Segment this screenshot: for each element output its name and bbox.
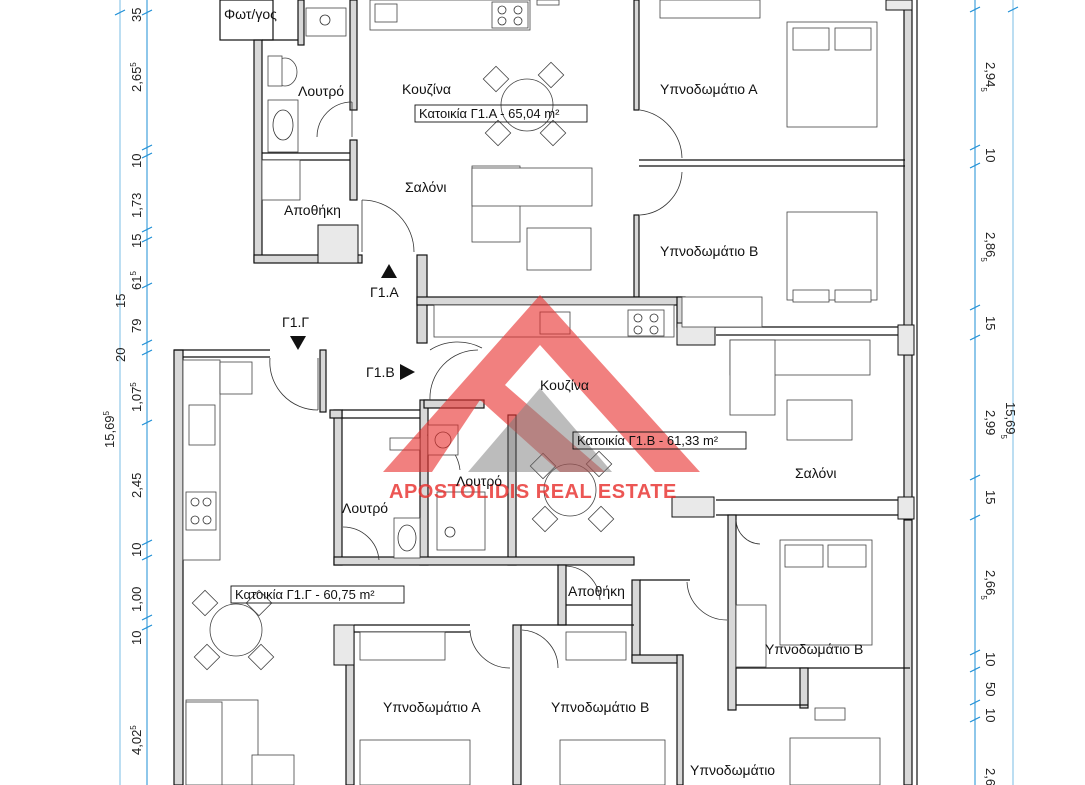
dim-left-13: 4,025 [129, 725, 144, 755]
room-label-kouzina-a: Κουζίνα [402, 81, 451, 97]
entry-label-g1g: Γ1.Γ [282, 314, 309, 330]
dim-right-10: 2,6 [983, 768, 998, 785]
dim-left-5: 615 [129, 271, 144, 290]
dim-left-11: 1,00 [129, 587, 144, 612]
dim-right-8: 50 [983, 682, 998, 696]
dim-left-8: 1,075 [129, 382, 144, 412]
unit-label-g1g: Κατοικία Γ1.Γ - 60,75 m² [235, 587, 375, 602]
room-label-ypnod-a-bottom: Υπνοδωμάτιο Α [383, 699, 481, 715]
dim-right-1: 10 [983, 148, 998, 162]
unit-label-g1b: Κατοικία Γ1.Β - 61,33 m² [577, 433, 719, 448]
dim-right-6: 2,665 [979, 570, 998, 600]
unit-labels: Κατοικία Γ1.Α - 65,04 m² Κατοικία Γ1.Β -… [230, 104, 747, 604]
dim-right-5: 15 [983, 490, 998, 504]
dim-left-2: 10 [129, 154, 144, 168]
watermark-text: APOSTOLIDIS REAL ESTATE [389, 481, 677, 503]
dim-right-7: 10 [983, 652, 998, 666]
walls [173, 0, 918, 785]
room-label-apothiki-b: Αποθήκη [568, 583, 625, 599]
watermark-logo [383, 295, 700, 472]
left-dimensions: 35 2,655 10 1,73 15 615 79 20 1,075 2,45… [102, 8, 144, 755]
dim-right-2: 2,865 [979, 232, 998, 262]
dim-left-3: 1,73 [129, 193, 144, 218]
entry-arrow-down-icon [290, 336, 306, 350]
room-label-ypnod-b-right: Υπνοδωμάτιο Β [765, 641, 863, 657]
dim-left-6: 79 [129, 319, 144, 333]
room-label-apothiki-a: Αποθήκη [284, 202, 341, 218]
room-label-ypnod-b-top: Υπνοδωμάτιο Β [660, 243, 758, 259]
dim-left-total: 15,695 [102, 410, 117, 448]
right-dimensions: 2,945 10 2,865 15 2,99 15 2,665 10 50 10… [979, 62, 1018, 785]
room-label-fotagogos: Φωτ/γος [224, 6, 277, 22]
dim-right-3: 15 [983, 316, 998, 330]
room-labels: Φωτ/γος Λουτρό Κουζίνα Υπνοδωμάτιο Α Σαλ… [224, 6, 863, 778]
room-label-loutro-a: Λουτρό [298, 83, 344, 99]
dim-right-4: 2,99 [983, 410, 998, 435]
entry-label-g1b: Γ1.Β [366, 364, 395, 380]
dim-left-1: 2,655 [129, 62, 144, 92]
room-label-loutro-b: Λουτρό [456, 473, 502, 489]
room-label-loutro-c: Λουτρό [342, 500, 388, 516]
dim-left-12: 10 [129, 631, 144, 645]
room-label-kouzina-b: Κουζίνα [540, 377, 589, 393]
watermark: APOSTOLIDIS REAL ESTATE [383, 295, 700, 503]
dimension-lines [114, 0, 1019, 785]
entry-label-g1a: Γ1.Α [370, 284, 399, 300]
room-label-ypnod-b-bottom: Υπνοδωμάτιο Β [551, 699, 649, 715]
dim-right-0: 2,945 [979, 62, 998, 92]
dim-left-total-secondary: 15 [113, 294, 128, 308]
unit-label-g1a: Κατοικία Γ1.Α - 65,04 m² [419, 106, 560, 121]
dim-left-4: 15 [129, 234, 144, 248]
dim-left-9: 2,45 [129, 473, 144, 498]
room-label-saloni-a: Σαλόνι [405, 179, 446, 195]
entry-arrow-right-icon [400, 364, 415, 380]
dim-right-9: 10 [983, 708, 998, 722]
room-label-ypnod-bottom-right: Υπνοδωμάτιο [690, 762, 775, 778]
entry-markers: Γ1.Α Γ1.Γ Γ1.Β [282, 264, 415, 380]
dim-right-total: 15,695 [999, 402, 1018, 440]
room-label-ypnod-a-top: Υπνοδωμάτιο Α [660, 81, 758, 97]
room-label-saloni-b: Σαλόνι [795, 465, 836, 481]
entry-arrow-up-icon [381, 264, 397, 278]
columns [317, 0, 915, 666]
dim-left-10: 10 [129, 543, 144, 557]
dim-left-0: 35 [129, 8, 144, 22]
dim-left-7: 20 [113, 348, 128, 362]
